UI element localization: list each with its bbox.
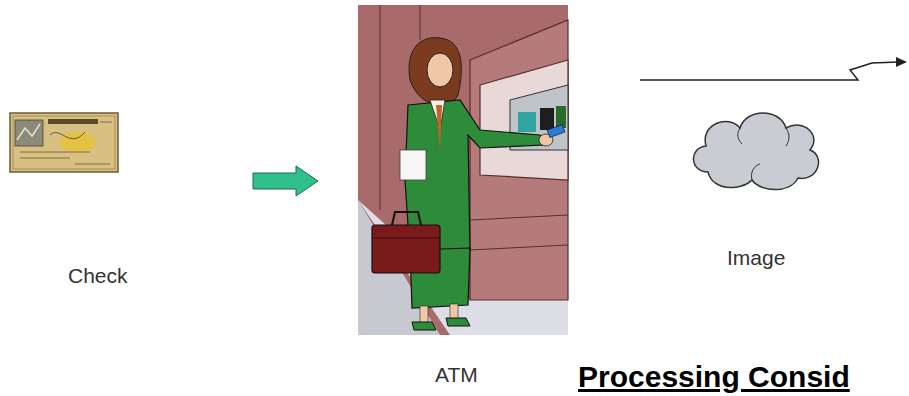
atm-node: ATM (318, 5, 570, 395)
section-heading: Processing Consid (578, 360, 850, 394)
node-caption: Check (68, 264, 128, 288)
cloud-illustration (693, 113, 818, 190)
node-caption: ATM (435, 363, 478, 387)
check-illustration (10, 113, 118, 172)
node-caption: Image (727, 246, 785, 270)
atm-illustration (358, 5, 568, 335)
check-node: Check (0, 100, 253, 300)
transmission-arrow (640, 57, 907, 80)
flow-arrow (253, 166, 318, 196)
image-node: Image (680, 100, 830, 280)
